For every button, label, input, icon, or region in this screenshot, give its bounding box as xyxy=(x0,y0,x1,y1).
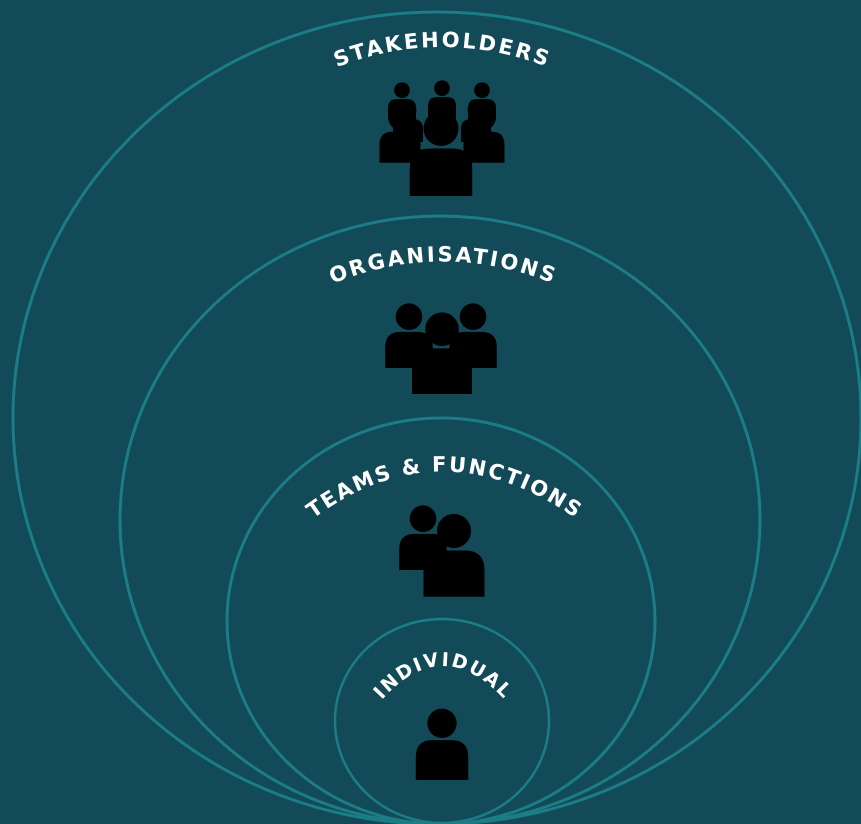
group-of-three-icon xyxy=(385,303,497,394)
individual-label: INDIVIDUAL xyxy=(369,649,517,704)
individual-ring xyxy=(333,617,551,824)
person-icon xyxy=(415,708,469,780)
teams-functions-label: TEAMS & FUNCTIONS xyxy=(302,452,587,523)
crowd-icon xyxy=(379,80,505,196)
pair-of-people-icon xyxy=(399,505,485,597)
stakeholders-ring xyxy=(11,10,861,824)
teams-functions-ring xyxy=(225,416,657,824)
organisations-label: ORGANISATIONS xyxy=(326,242,561,288)
organisations-ring xyxy=(118,214,762,824)
stakeholders-label: STAKEHOLDERS xyxy=(330,28,554,72)
